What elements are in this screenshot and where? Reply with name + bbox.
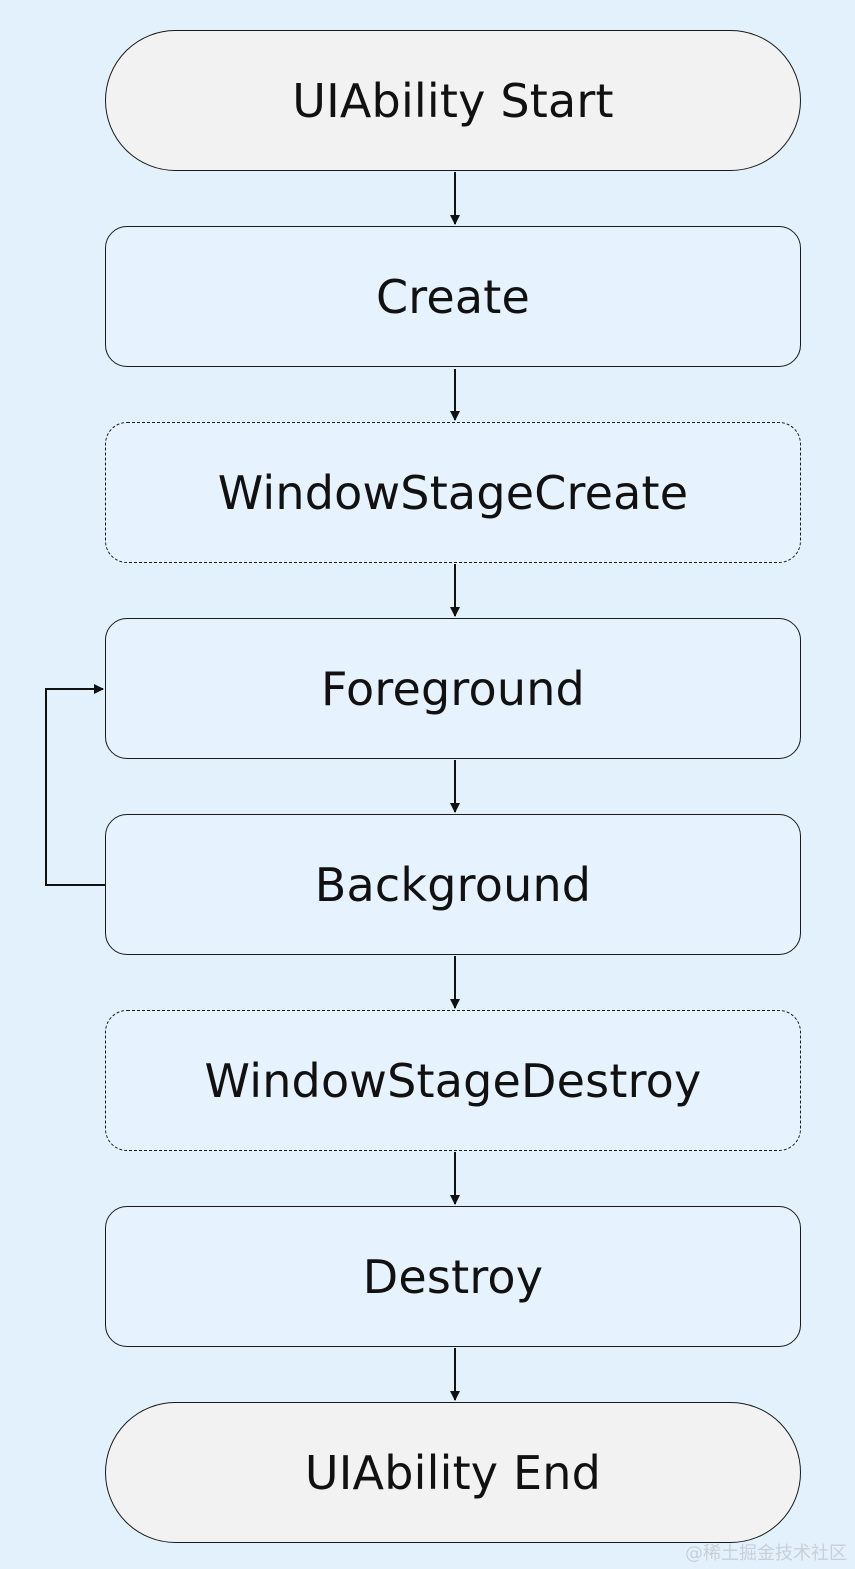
node-create: Create — [105, 226, 801, 367]
node-background: Background — [105, 814, 801, 955]
node-destroy: Destroy — [105, 1206, 801, 1347]
node-label: Background — [314, 857, 592, 912]
node-uiability-end: UIAbility End — [105, 1402, 801, 1543]
node-foreground: Foreground — [105, 618, 801, 759]
node-label: UIAbility Start — [292, 73, 614, 128]
node-label: WindowStageDestroy — [204, 1053, 702, 1108]
node-label: WindowStageCreate — [217, 465, 689, 520]
node-label: Create — [375, 269, 531, 324]
node-window-stage-destroy: WindowStageDestroy — [105, 1010, 801, 1151]
node-label: Destroy — [362, 1249, 544, 1304]
arrow-background-to-foreground-loop — [45, 684, 105, 886]
node-label: UIAbility End — [304, 1445, 602, 1500]
node-uiability-start: UIAbility Start — [105, 30, 801, 171]
node-label: Foreground — [321, 661, 585, 716]
watermark: @稀土掘金技术社区 — [685, 1543, 847, 1564]
node-window-stage-create: WindowStageCreate — [105, 422, 801, 563]
